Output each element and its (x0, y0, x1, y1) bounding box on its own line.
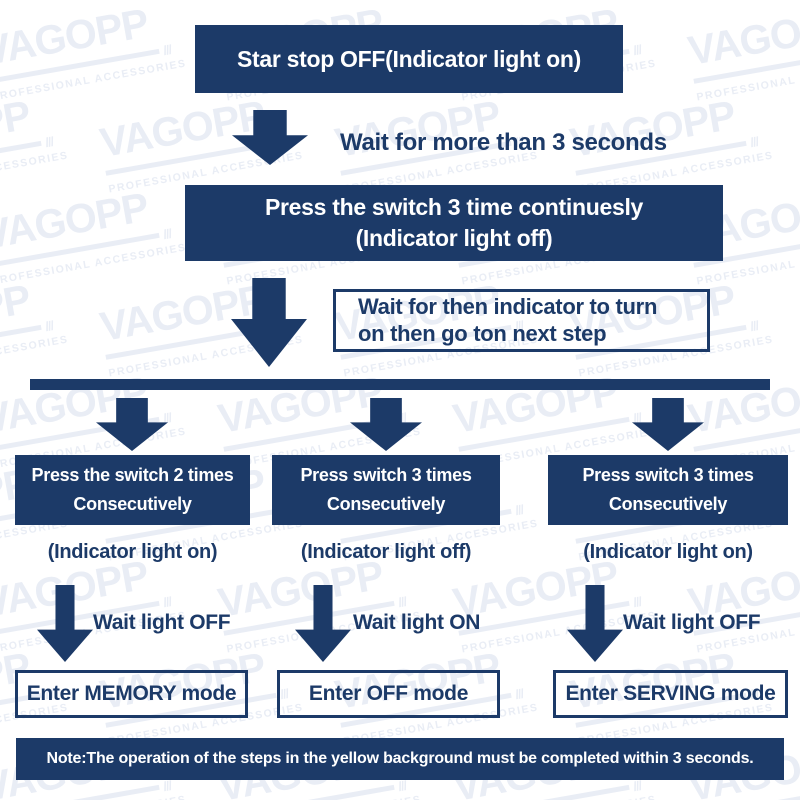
arrow-down-icon (37, 585, 93, 662)
watermark-slashes: /// (396, 777, 408, 794)
watermark-slashes: /// (748, 133, 760, 150)
vagopp-watermark: VAGOPP///PROFESSIONAL ACCESSORIES (685, 551, 800, 656)
vagopp-watermark: VAGOPP ///PROFESSIONAL ACCESSORIES (0, 183, 188, 288)
arrow-down-icon (567, 585, 623, 662)
branch-off-wait-label: Wait light ON (353, 611, 481, 634)
watermark-underline (0, 784, 160, 800)
note-text: Note:The operation of the steps in the y… (46, 750, 754, 767)
watermark-slashes: /// (161, 593, 173, 610)
enter-serving-mode-label: Enter SERVING mode (565, 682, 776, 705)
enter-off-mode-box: Enter OFF mode (277, 670, 500, 718)
branch-memory-indicator-label: (Indicator light on) (47, 541, 218, 563)
arrow-down-icon (350, 398, 422, 451)
branch-memory-press-box: Press the switch 2 times Consecutively (15, 455, 250, 525)
branch-serving-press-line1: Press switch 3 times (582, 465, 754, 486)
vagopp-watermark: VAGOPP///PROFESSIONAL ACCESSORIES (0, 551, 187, 656)
step-start-label: Star stop OFF(Indicator light on) (236, 45, 582, 72)
wait-indicator-box: Wait for then indicator to turn on then … (333, 289, 710, 352)
enter-serving-mode-box: Enter SERVING mode (553, 670, 788, 718)
watermark-underline (458, 784, 630, 800)
watermark-subtitle-text: PROFESSIONAL ACCESSORIES (695, 57, 800, 104)
watermark-brand-text: VAGOPP (0, 183, 152, 258)
wait-indicator-line1: Wait for then indicator to turn (358, 294, 658, 320)
wait-3-seconds-label: Wait for more than 3 seconds (340, 129, 667, 156)
arrow-down-icon (231, 278, 307, 367)
enter-memory-mode-box: Enter MEMORY mode (15, 670, 248, 718)
watermark-underline (693, 416, 800, 452)
watermark-slashes: /// (631, 41, 643, 58)
watermark-brand-text: VAGOPP (0, 275, 34, 350)
watermark-underline (693, 48, 800, 84)
watermark-slashes: /// (513, 685, 525, 702)
branch-serving-press-box: Press switch 3 times Consecutively (548, 455, 788, 525)
branch-memory-press-line2: Consecutively (73, 494, 192, 514)
watermark-brand-text: VAGOPP (684, 0, 800, 74)
branch-divider-bar (30, 379, 770, 390)
watermark-subtitle-text: PROFESSIONAL ACCESSORIES (461, 793, 658, 800)
enter-memory-mode-label: Enter MEMORY mode (26, 682, 237, 705)
watermark-slashes: /// (43, 133, 55, 150)
watermark-underline (223, 784, 395, 800)
watermark-brand-text: VAGOPP (0, 0, 152, 74)
branch-memory-press-line1: Press the switch 2 times (31, 465, 234, 486)
arrow-down-icon (232, 110, 308, 165)
note-bar: Note:The operation of the steps in the y… (16, 738, 784, 780)
watermark-slashes: /// (161, 225, 173, 242)
watermark-slashes: /// (513, 501, 525, 518)
vagopp-watermark: VAGOPP ///PROFESSIONAL ACCESSORIES (0, 0, 188, 104)
watermark-subtitle-text: PROFESSIONAL ACCESSORIES (226, 793, 423, 800)
watermark-subtitle-text: PROFESSIONAL ACCESSORIES (0, 241, 188, 288)
step-press-3-times-line2: (Indicator light off) (355, 225, 553, 251)
vagopp-watermark: VAGOPP///PROFESSIONAL ACCESSORIES (685, 0, 800, 104)
branch-off-press-line1: Press switch 3 times (300, 465, 472, 486)
watermark-subtitle-text: PROFESSIONAL ACCESSORIES (0, 149, 70, 195)
watermark-underline (0, 324, 42, 360)
branch-memory-wait-label: Wait light OFF (93, 611, 231, 634)
branch-off-press-line2: Consecutively (326, 494, 446, 514)
step-press-3-times-box: Press the switch 3 time continuesly (Ind… (185, 185, 723, 261)
vagopp-watermark: VAGOPP///PROFESSIONAL ACCESSORIES (450, 551, 658, 656)
enter-off-mode-label: Enter OFF mode (308, 682, 469, 705)
watermark-slashes: /// (161, 41, 173, 58)
watermark-underline (0, 232, 160, 268)
watermark-underline (458, 416, 630, 452)
watermark-brand-text: VAGOPP (0, 91, 34, 166)
watermark-subtitle-text: PROFESSIONAL ACCESSORIES (0, 57, 188, 104)
watermark-underline (0, 48, 160, 84)
branch-serving-indicator-label: (Indicator light on) (583, 541, 753, 563)
vagopp-watermark: VAGOPP ///PROFESSIONAL ACCESSORIES (0, 91, 70, 196)
arrow-down-icon (632, 398, 704, 451)
arrow-down-icon (295, 585, 351, 662)
watermark-subtitle-text: PROFESSIONAL ACCESSORIES (696, 793, 800, 800)
watermark-underline (0, 140, 42, 176)
step-press-3-times-line1: Press the switch 3 time continuesly (264, 193, 644, 220)
branch-off-press-box: Press switch 3 times Consecutively (272, 455, 500, 525)
watermark-slashes: /// (748, 317, 760, 334)
branch-serving-wait-label: Wait light OFF (623, 611, 761, 634)
watermark-slashes: /// (631, 593, 643, 610)
watermark-slashes: /// (43, 317, 55, 334)
branch-serving-press-line2: Consecutively (608, 494, 728, 514)
step-start-box: Star stop OFF(Indicator light on) (195, 25, 623, 93)
watermark-slashes: /// (631, 777, 643, 794)
watermark-subtitle-text: PROFESSIONAL ACCESSORIES (0, 793, 187, 800)
watermark-slashes: /// (396, 593, 408, 610)
watermark-slashes: /// (161, 777, 173, 794)
watermark-subtitle-text: PROFESSIONAL ACCESSORIES (0, 333, 70, 379)
branch-off-indicator-label: (Indicator light off) (300, 541, 472, 563)
wait-indicator-line2: on then go ton next step (358, 320, 607, 346)
vagopp-watermark: VAGOPP ///PROFESSIONAL ACCESSORIES (0, 275, 70, 380)
arrow-down-icon (96, 398, 168, 451)
watermark-underline (693, 784, 800, 800)
